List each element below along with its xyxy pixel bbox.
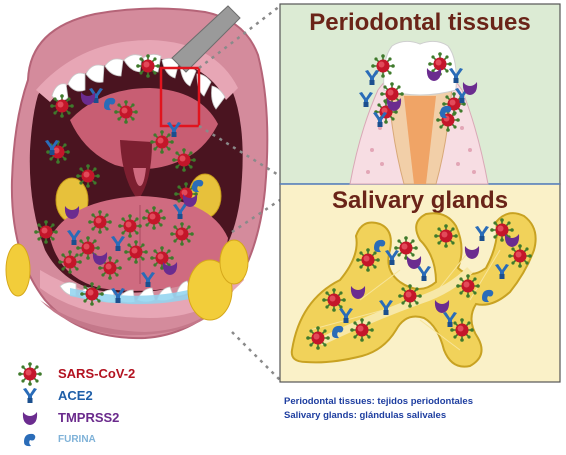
furin-icon xyxy=(24,433,36,447)
translation-periodontal: Periodontal tissues: tejidos periodontal… xyxy=(284,396,473,407)
mouth-illustration xyxy=(5,5,269,340)
legend-label-sars-cov-2: SARS-CoV-2 xyxy=(58,366,136,381)
legend-label-ace2: ACE2 xyxy=(58,388,93,403)
legend-label-tmprss2: TMPRSS2 xyxy=(58,410,120,425)
ace2-receptor-icon xyxy=(23,388,37,403)
legend-icons xyxy=(17,361,43,447)
legend-label-furina: FURINA xyxy=(58,434,96,445)
translation-salivary: Salivary glands: glándulas salivales xyxy=(284,410,447,421)
tmprss2-protease-icon xyxy=(22,412,38,425)
tooth-cross-section xyxy=(349,40,489,185)
sars-cov-2-virus-icon xyxy=(17,361,43,387)
highlight-box xyxy=(159,66,201,128)
connector-lines xyxy=(198,5,281,381)
periodontal-title: Periodontal tissues xyxy=(309,9,530,36)
salivary-gland-illustration xyxy=(290,212,537,368)
salivary-title: Salivary glands xyxy=(332,187,508,214)
